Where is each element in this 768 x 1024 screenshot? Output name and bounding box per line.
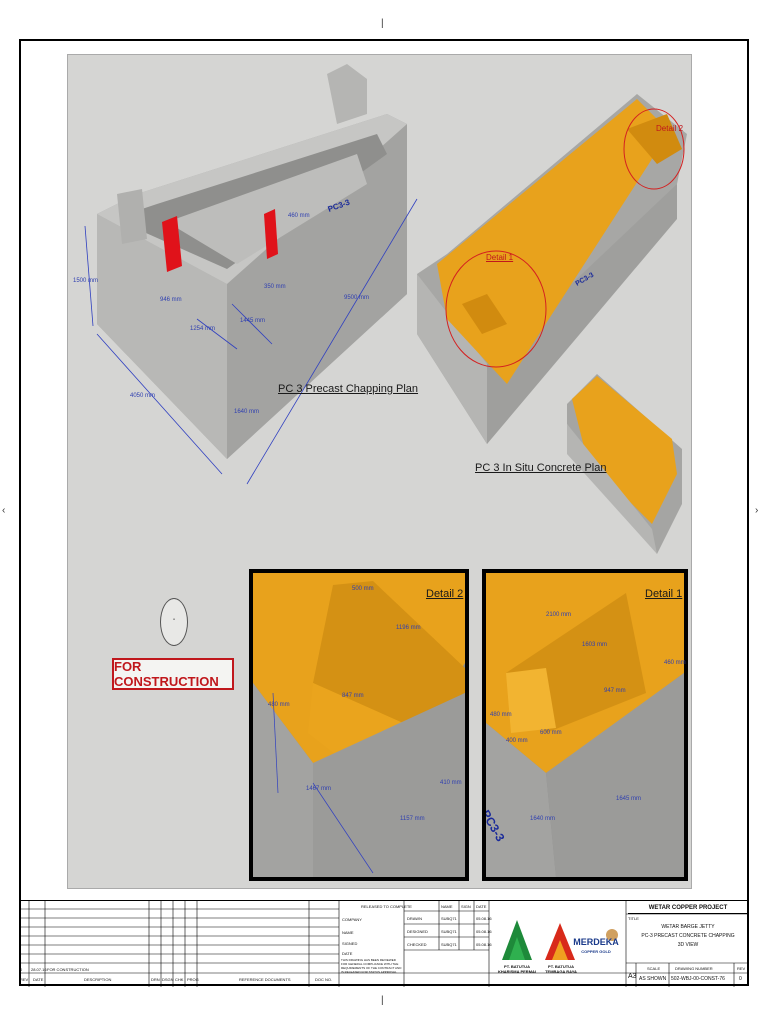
sign-name-header: NAME (441, 904, 453, 909)
rev-row-date: 28.07.16 (31, 967, 47, 972)
detail1-callout: Detail 1 (486, 253, 514, 262)
top-center-mark: | (381, 18, 384, 29)
sign-designed-name: SUBQ71 (441, 929, 457, 934)
drawing-number-header: DRAWING NUMBER (675, 966, 713, 971)
detail2-title: Detail 2 (426, 588, 464, 600)
title-block-grid (19, 901, 749, 987)
detail1-title: Detail 1 (645, 588, 683, 600)
scale-value: AS SHOWN (639, 976, 667, 982)
dim1-1645: 1645 mm (616, 796, 642, 802)
sheet-size: A3 (628, 973, 637, 980)
sign-date-header: DATE (476, 904, 487, 909)
sign-checked: CHECKED (407, 942, 427, 947)
hdr-chk: CHK (175, 977, 184, 982)
hdr-rev: REV (20, 977, 29, 982)
sign-drawn-date: 05.08.16 (476, 916, 492, 921)
dim-350: 350 mm (264, 284, 286, 290)
detail1-render: PC3-3 (486, 573, 684, 877)
rev-header: REV (737, 966, 746, 971)
logo-btr-label: PT. BATUTUA TEMBAGA RAYA (545, 964, 577, 974)
dim-4050: 4050 mm (130, 393, 156, 399)
hdr-references: REFERENCE DOCUMENTS (239, 977, 291, 982)
logo-bkp-label: PT. BATUTUA KHARISMA PERMAI (497, 964, 537, 974)
release-date: DATE (342, 951, 353, 956)
rev-value: 0 (739, 976, 742, 982)
sign-drawn: DRAWN (407, 916, 422, 921)
release-note: THIS DRAWING HAS BEEN REVIEWED FOR GENER… (341, 958, 402, 974)
dim1-600: 600 mm (540, 730, 562, 736)
rev-row-description: FOR CONSTRUCTION (47, 967, 89, 972)
project-title: WETAR COPPER PROJECT (628, 902, 748, 914)
hdr-drn: DRN (151, 977, 160, 982)
dim2-1157: 1157 mm (400, 816, 425, 822)
hdr-prog: PROG (187, 977, 199, 982)
dim2-1467: 1467 mm (306, 786, 332, 792)
title-label: TITLE (628, 916, 639, 921)
scale-header: SCALE (647, 966, 661, 971)
dim1-947: 947 mm (604, 688, 626, 694)
title-block: 0 28.07.16 FOR CONSTRUCTION REV DATE DES… (19, 900, 749, 987)
release-company: COMPANY (342, 917, 362, 922)
dim1-2100: 2100 mm (546, 612, 572, 618)
dim2-480: 480 mm (268, 702, 290, 708)
sign-checked-date: 05.08.16 (476, 942, 492, 947)
bottom-center-mark: | (381, 995, 384, 1006)
detail2-callout: Detail 2 (656, 124, 684, 133)
insitu-plan-title: PC 3 In Situ Concrete Plan (475, 462, 607, 474)
dim2-1196: 1196 mm (396, 625, 421, 631)
dim-1500: 1500 mm (73, 278, 99, 284)
dim-9500: 9500 mm (344, 295, 370, 301)
sign-designed-date: 05.08.16 (476, 929, 492, 934)
dim1-400: 400 mm (506, 738, 528, 744)
dim-1640: 1640 mm (234, 409, 260, 415)
rev-row-rev: 0 (20, 967, 23, 972)
release-signed: SIGNED (342, 941, 358, 946)
hdr-dsgn: DSGN (162, 977, 174, 982)
sign-drawn-name: SUBQ71 (441, 916, 457, 921)
dim2-500: 500 mm (352, 586, 374, 592)
dim-1254: 1254 mm (190, 326, 216, 332)
detail2-frame (249, 569, 469, 881)
dim1-460: 460 mm (664, 660, 686, 666)
sign-sign-header: SIGN (461, 904, 471, 909)
precast-plan-title: PC 3 Precast Chapping Plan (278, 383, 419, 395)
release-heading: RELEASED TO COMPLETE (361, 904, 412, 909)
hdr-date: DATE (33, 977, 44, 982)
title-line-1: WETAR BARGE JETTY (661, 924, 715, 930)
right-center-mark: › (755, 505, 759, 516)
logo-merdeka-sub: COPPER GOLD (581, 949, 611, 954)
dim1-1640: 1640 mm (530, 816, 556, 822)
release-name: NAME (342, 930, 354, 935)
dim2-847: 847 mm (342, 693, 364, 699)
hdr-doc-no: DOC NO. (315, 977, 333, 982)
company-logos (502, 920, 618, 960)
dim1-1603: 1603 mm (582, 642, 608, 648)
left-center-mark: ‹ (2, 505, 6, 516)
drawing-number: 502-WBJ-00-CONST-76 (671, 976, 725, 982)
sign-checked-name: SUBQ71 (441, 942, 457, 947)
title-line-3: 3D VIEW (677, 942, 699, 948)
dim2-410: 410 mm (440, 780, 462, 786)
sign-designed: DESIGNED (407, 929, 428, 934)
title-line-2: PC-3 PRECAST CONCRETE CHAPPING (641, 933, 735, 939)
dim-946: 946 mm (160, 297, 182, 303)
detail1-frame: PC3-3 (482, 569, 688, 881)
precast-3d-view: PC3-3 PC3-3 (84, 64, 687, 554)
dim1-480: 480 mm (490, 712, 512, 718)
detail2-render (253, 573, 465, 877)
hdr-description: DESCRIPTION (84, 977, 112, 982)
for-construction-stamp: FOR CONSTRUCTION (112, 658, 234, 690)
sheet-border (19, 39, 749, 986)
dim-460: 460 mm (288, 213, 310, 219)
dim-1445: 1445 mm (240, 318, 266, 324)
approval-seal: ● (160, 598, 188, 646)
logo-merdeka: MERDEKA (573, 937, 619, 947)
